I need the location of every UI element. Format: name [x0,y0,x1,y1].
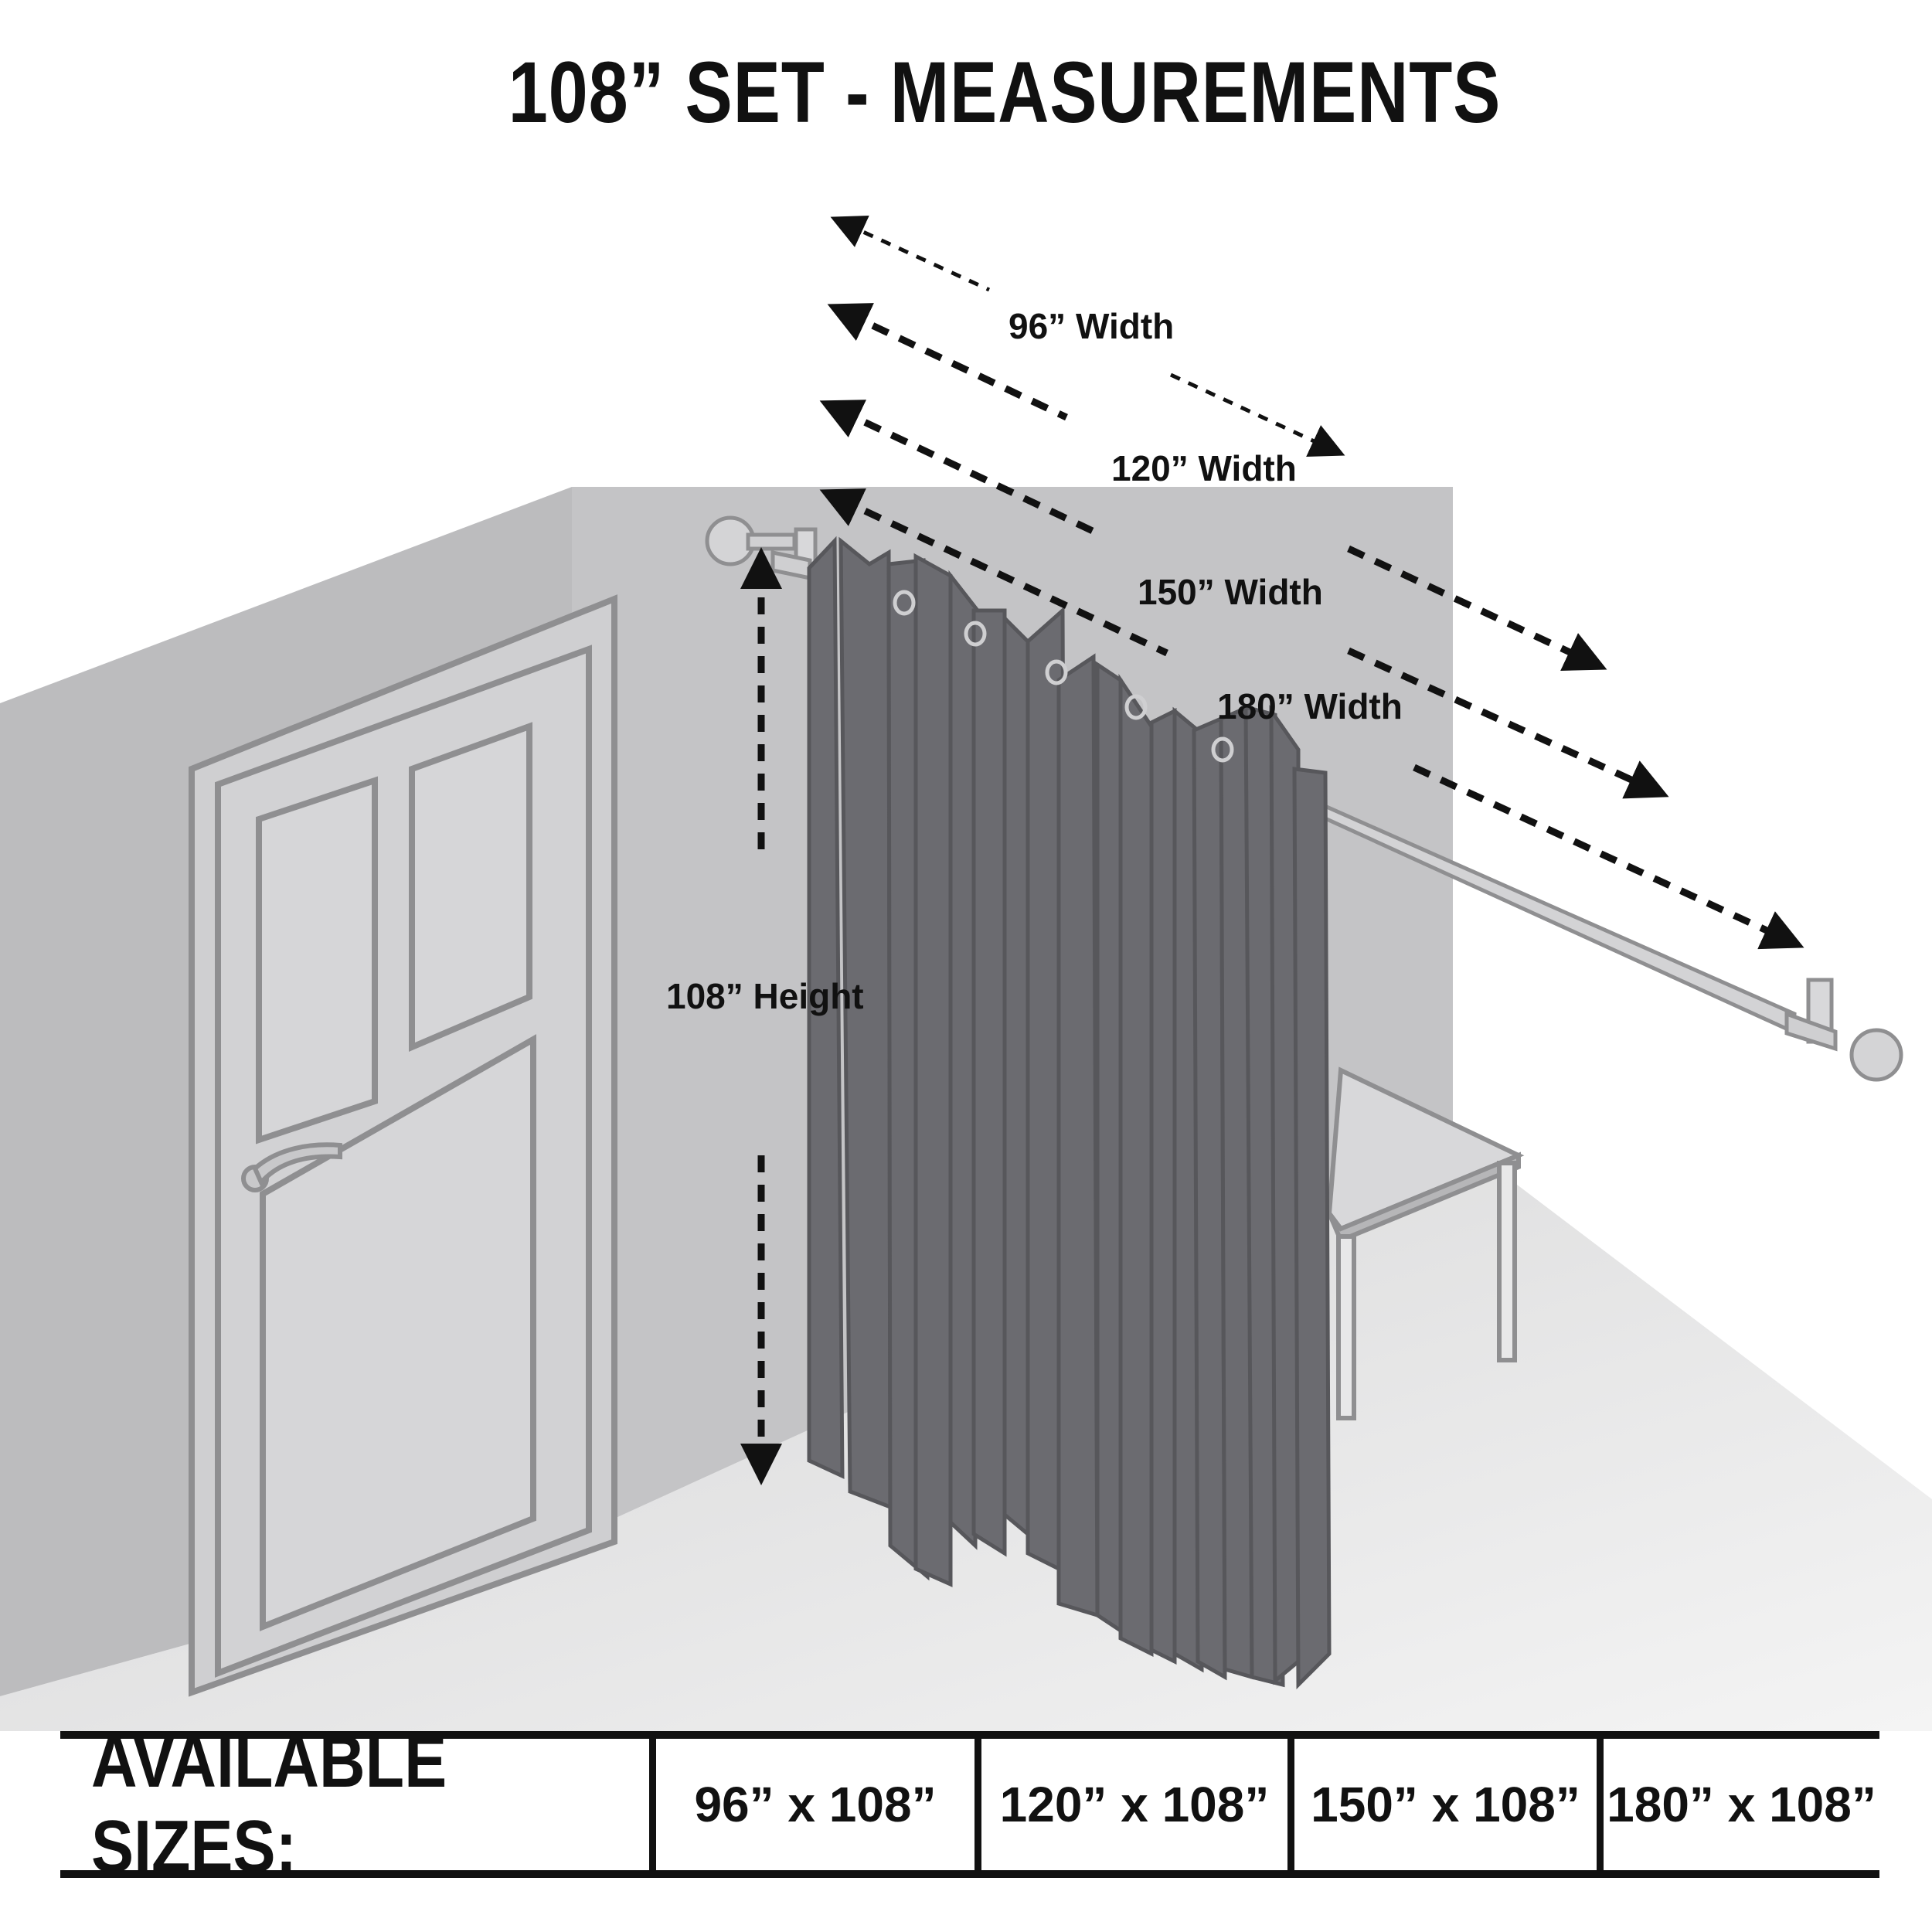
door [189,594,617,1697]
width-dimension-120 [827,303,1607,672]
width-label-96: 96” Width [1009,306,1174,346]
width-label-180: 180” Width [1217,686,1403,726]
width-label-150: 150” Width [1138,572,1323,612]
size-option-96x108: 96” x 108” [649,1739,975,1870]
curtain [807,536,1332,1690]
door-handle-icon [241,1142,342,1192]
height-label: 108” Height [666,976,864,1016]
width-dimension-96 [830,215,1345,457]
table [1326,1066,1525,1420]
width-dimension-180 [819,488,1804,950]
rod-finial-right [1849,1028,1903,1082]
available-sizes-bar: AVAILABLE SIZES: 96” x 108” 120” x 108” … [60,1720,1879,1888]
curtain-grommets [893,590,1234,763]
room-diagram: 108” Height 96” Width 120” Width 150” Wi… [0,215,1932,1731]
size-option-150x108: 150” x 108” [1287,1739,1597,1870]
size-option-180x108: 180” x 108” [1597,1739,1879,1870]
width-label-120: 120” Width [1111,448,1297,488]
width-dimension-150 [819,400,1669,799]
page-title: 108” SET - MEASUREMENTS [508,44,1502,141]
available-sizes-heading: AVAILABLE SIZES: [91,1720,447,1888]
size-option-120x108: 120” x 108” [975,1739,1287,1870]
